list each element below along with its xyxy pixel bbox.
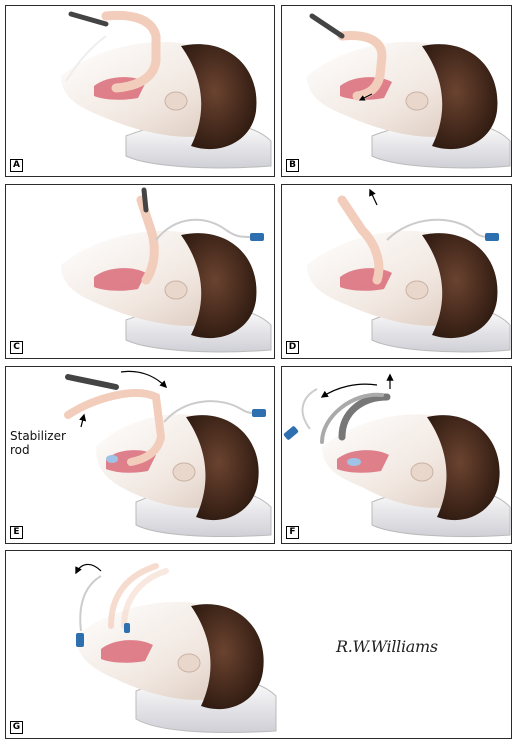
patient-illustration [283,373,511,538]
panel-c: C [5,184,275,359]
patient-illustration [61,187,272,353]
panel-f: F [281,366,512,544]
panel-d: D [281,184,512,359]
panel-label: A [10,159,23,172]
panel-a: A [5,5,275,177]
artist-signature: R.W.Williams [336,637,438,656]
panel-label: B [286,159,299,172]
panel-label: C [10,341,23,354]
stabilizer-rod-callout: Stabilizer rod [10,429,66,457]
panel-label: F [286,526,299,539]
patient-illustration [307,13,511,169]
patient-illustration [307,188,511,353]
patient-illustration [75,563,277,733]
panel-g: R.W.Williams G [5,550,512,739]
panel-label: G [10,721,23,734]
panel-e: Stabilizer rod E [5,366,275,544]
panel-label: D [286,341,299,354]
panel-b: B [281,5,512,177]
patient-illustration [61,10,272,169]
panel-label: E [10,526,23,539]
patient-illustration [64,370,272,538]
